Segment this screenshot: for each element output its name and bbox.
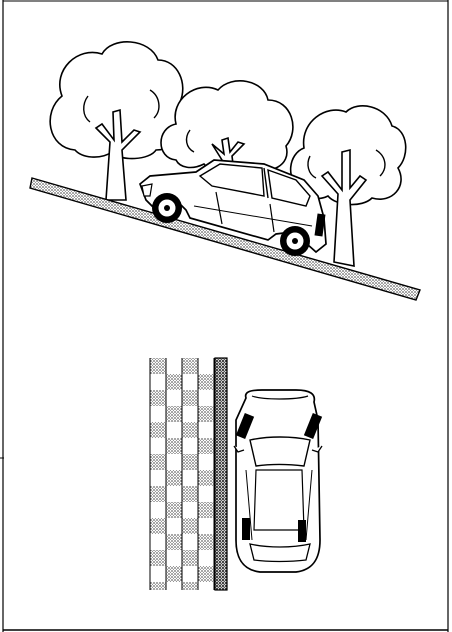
sidewalk-tile — [198, 566, 214, 582]
wheel-rear-icon — [280, 226, 310, 256]
sidewalk-tile — [198, 406, 214, 422]
sidewalk-tile — [166, 534, 182, 550]
sidewalk-tile — [166, 406, 182, 422]
sidewalk-tile — [198, 470, 214, 486]
sidewalk-tile — [182, 582, 198, 590]
sidewalk-tile — [150, 358, 166, 374]
sidewalk-tile — [150, 518, 166, 534]
sidewalk-tile — [166, 438, 182, 454]
hill-parking-illustration — [30, 42, 420, 300]
sidewalk-tile — [182, 422, 198, 438]
sidewalk-tile — [166, 566, 182, 582]
sidewalk-pattern — [150, 358, 214, 590]
sidewalk-tile — [150, 582, 166, 590]
sidewalk-tile — [150, 550, 166, 566]
sidewalk-tile — [198, 534, 214, 550]
sidewalk-tile — [198, 438, 214, 454]
rear-right-wheel-icon — [298, 520, 306, 542]
rear-left-wheel-icon — [242, 518, 250, 540]
sidewalk-tile — [150, 454, 166, 470]
sidewalk-tile — [198, 502, 214, 518]
curb-strip — [215, 358, 227, 590]
sidewalk-tile — [182, 454, 198, 470]
curb-parking-top-view-illustration — [150, 358, 322, 590]
sidewalk-tile — [182, 518, 198, 534]
sidewalk-tile — [182, 550, 198, 566]
sidewalk-tile — [150, 422, 166, 438]
sidewalk-tile — [182, 486, 198, 502]
wheel-front-icon — [152, 193, 182, 223]
sidewalk-tile — [166, 470, 182, 486]
sidewalk-tile — [166, 502, 182, 518]
car-top-view-icon — [234, 390, 322, 572]
sidewalk-tile — [198, 374, 214, 390]
sidewalk-tile — [150, 486, 166, 502]
sidewalk-tile — [182, 358, 198, 374]
sidewalk-tile — [150, 390, 166, 406]
sidewalk-tile — [166, 374, 182, 390]
sidewalk-tile — [182, 390, 198, 406]
